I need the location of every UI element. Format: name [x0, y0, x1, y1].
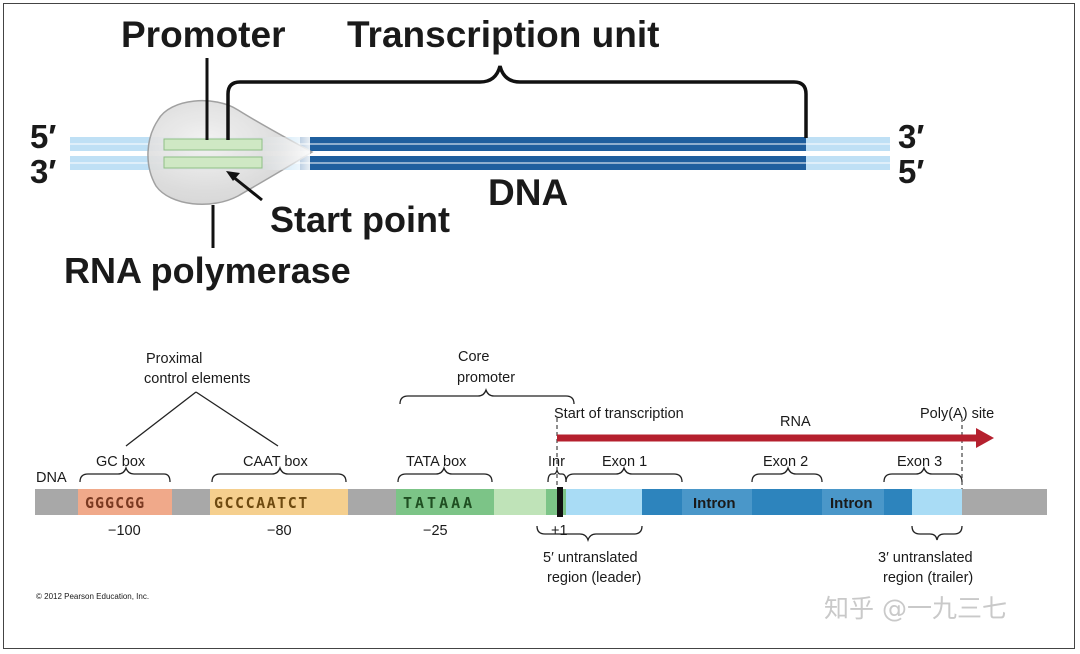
tata-box — [396, 489, 494, 515]
core-promoter-label-line1: Core — [458, 349, 489, 365]
exon1-coding — [642, 489, 682, 515]
start-point-label: Start point — [270, 199, 450, 240]
element-braces — [79, 387, 963, 543]
rna-polymerase-label: RNA polymerase — [64, 250, 351, 291]
transcription-unit-brace — [226, 65, 808, 140]
inr-label: Inr — [548, 454, 565, 470]
exon1-utr — [566, 489, 642, 515]
start-of-transcription-label: Start of transcription — [554, 406, 684, 422]
utr5-label-line1: 5′ untranslated — [543, 550, 638, 566]
strand-bottom-right-end: 5′ — [898, 153, 924, 190]
exon3-brace — [883, 465, 963, 483]
copyright-notice: © 2012 Pearson Education, Inc. — [36, 592, 149, 601]
caat-box-label: CAAT box — [243, 454, 308, 470]
proximal-label-line2: control elements — [144, 371, 250, 387]
proximal-connector-right — [195, 391, 279, 447]
start-point-arrow — [231, 174, 263, 202]
intron1-label: Intron — [693, 495, 736, 512]
gc-position: −100 — [108, 523, 141, 539]
core-promoter-brace — [399, 387, 575, 405]
exon1-brace — [565, 465, 683, 483]
caat-position: −80 — [267, 523, 292, 539]
strand-top-left-end: 5′ — [30, 118, 56, 155]
start-point-arrowhead — [226, 171, 240, 181]
tata-box-label: TATA box — [406, 454, 467, 470]
exon3-utr — [912, 489, 962, 515]
core-promoter-label-line2: promoter — [457, 370, 515, 386]
rna-arrowhead — [976, 428, 994, 448]
utr5-label-line2: region (leader) — [547, 570, 641, 586]
tata-position: −25 — [423, 523, 448, 539]
promoter-segment-bottom — [163, 156, 263, 169]
proximal-connector-left — [125, 391, 197, 447]
caat-box — [210, 489, 348, 515]
strand-bottom-left-end: 3′ — [30, 153, 56, 190]
dna-label-bottom: DNA — [36, 470, 67, 486]
proximal-label-line1: Proximal — [146, 351, 202, 367]
promoter-label: Promoter — [121, 14, 285, 55]
polya-site-label: Poly(A) site — [920, 406, 994, 422]
bottom-panel: GGGCGG GCCCAATCT TATAAA Intron Intron Pr… — [35, 349, 1047, 601]
rna-label: RNA — [780, 414, 811, 430]
caat-brace — [211, 465, 347, 483]
dna-label-top: DNA — [488, 172, 568, 213]
tata-brace — [397, 465, 493, 483]
gc-brace — [79, 465, 171, 483]
exon2-label: Exon 2 — [763, 454, 808, 470]
exon3-label: Exon 3 — [897, 454, 942, 470]
tata-sequence: TATAAA — [403, 494, 475, 512]
gc-sequence: GGGCGG — [85, 494, 145, 512]
start-position: +1 — [551, 523, 568, 539]
intron1 — [682, 489, 752, 515]
top-panel: Promoter Transcription unit 5′ 3′ 3′ 5′ … — [30, 14, 924, 291]
gc-box-label: GC box — [96, 454, 146, 470]
intron2 — [822, 489, 884, 515]
utr3-brace — [911, 525, 963, 541]
exon1-label: Exon 1 — [602, 454, 647, 470]
utr3-label-line2: region (trailer) — [883, 570, 973, 586]
caat-sequence: GCCCAATCT — [214, 494, 309, 512]
exon2-brace — [751, 465, 823, 483]
promoter-segment-top — [163, 138, 263, 151]
strand-top-right-end: 3′ — [898, 118, 924, 155]
utr3-label-line1: 3′ untranslated — [878, 550, 973, 566]
start-mark — [557, 487, 563, 517]
watermark: 知乎 @一九三七 — [824, 594, 1007, 623]
exon2 — [752, 489, 822, 515]
transcription-unit-label: Transcription unit — [347, 14, 659, 55]
gc-box — [78, 489, 172, 515]
utr5-brace — [536, 525, 643, 543]
exon3-coding — [884, 489, 912, 515]
intron2-label: Intron — [830, 495, 873, 512]
